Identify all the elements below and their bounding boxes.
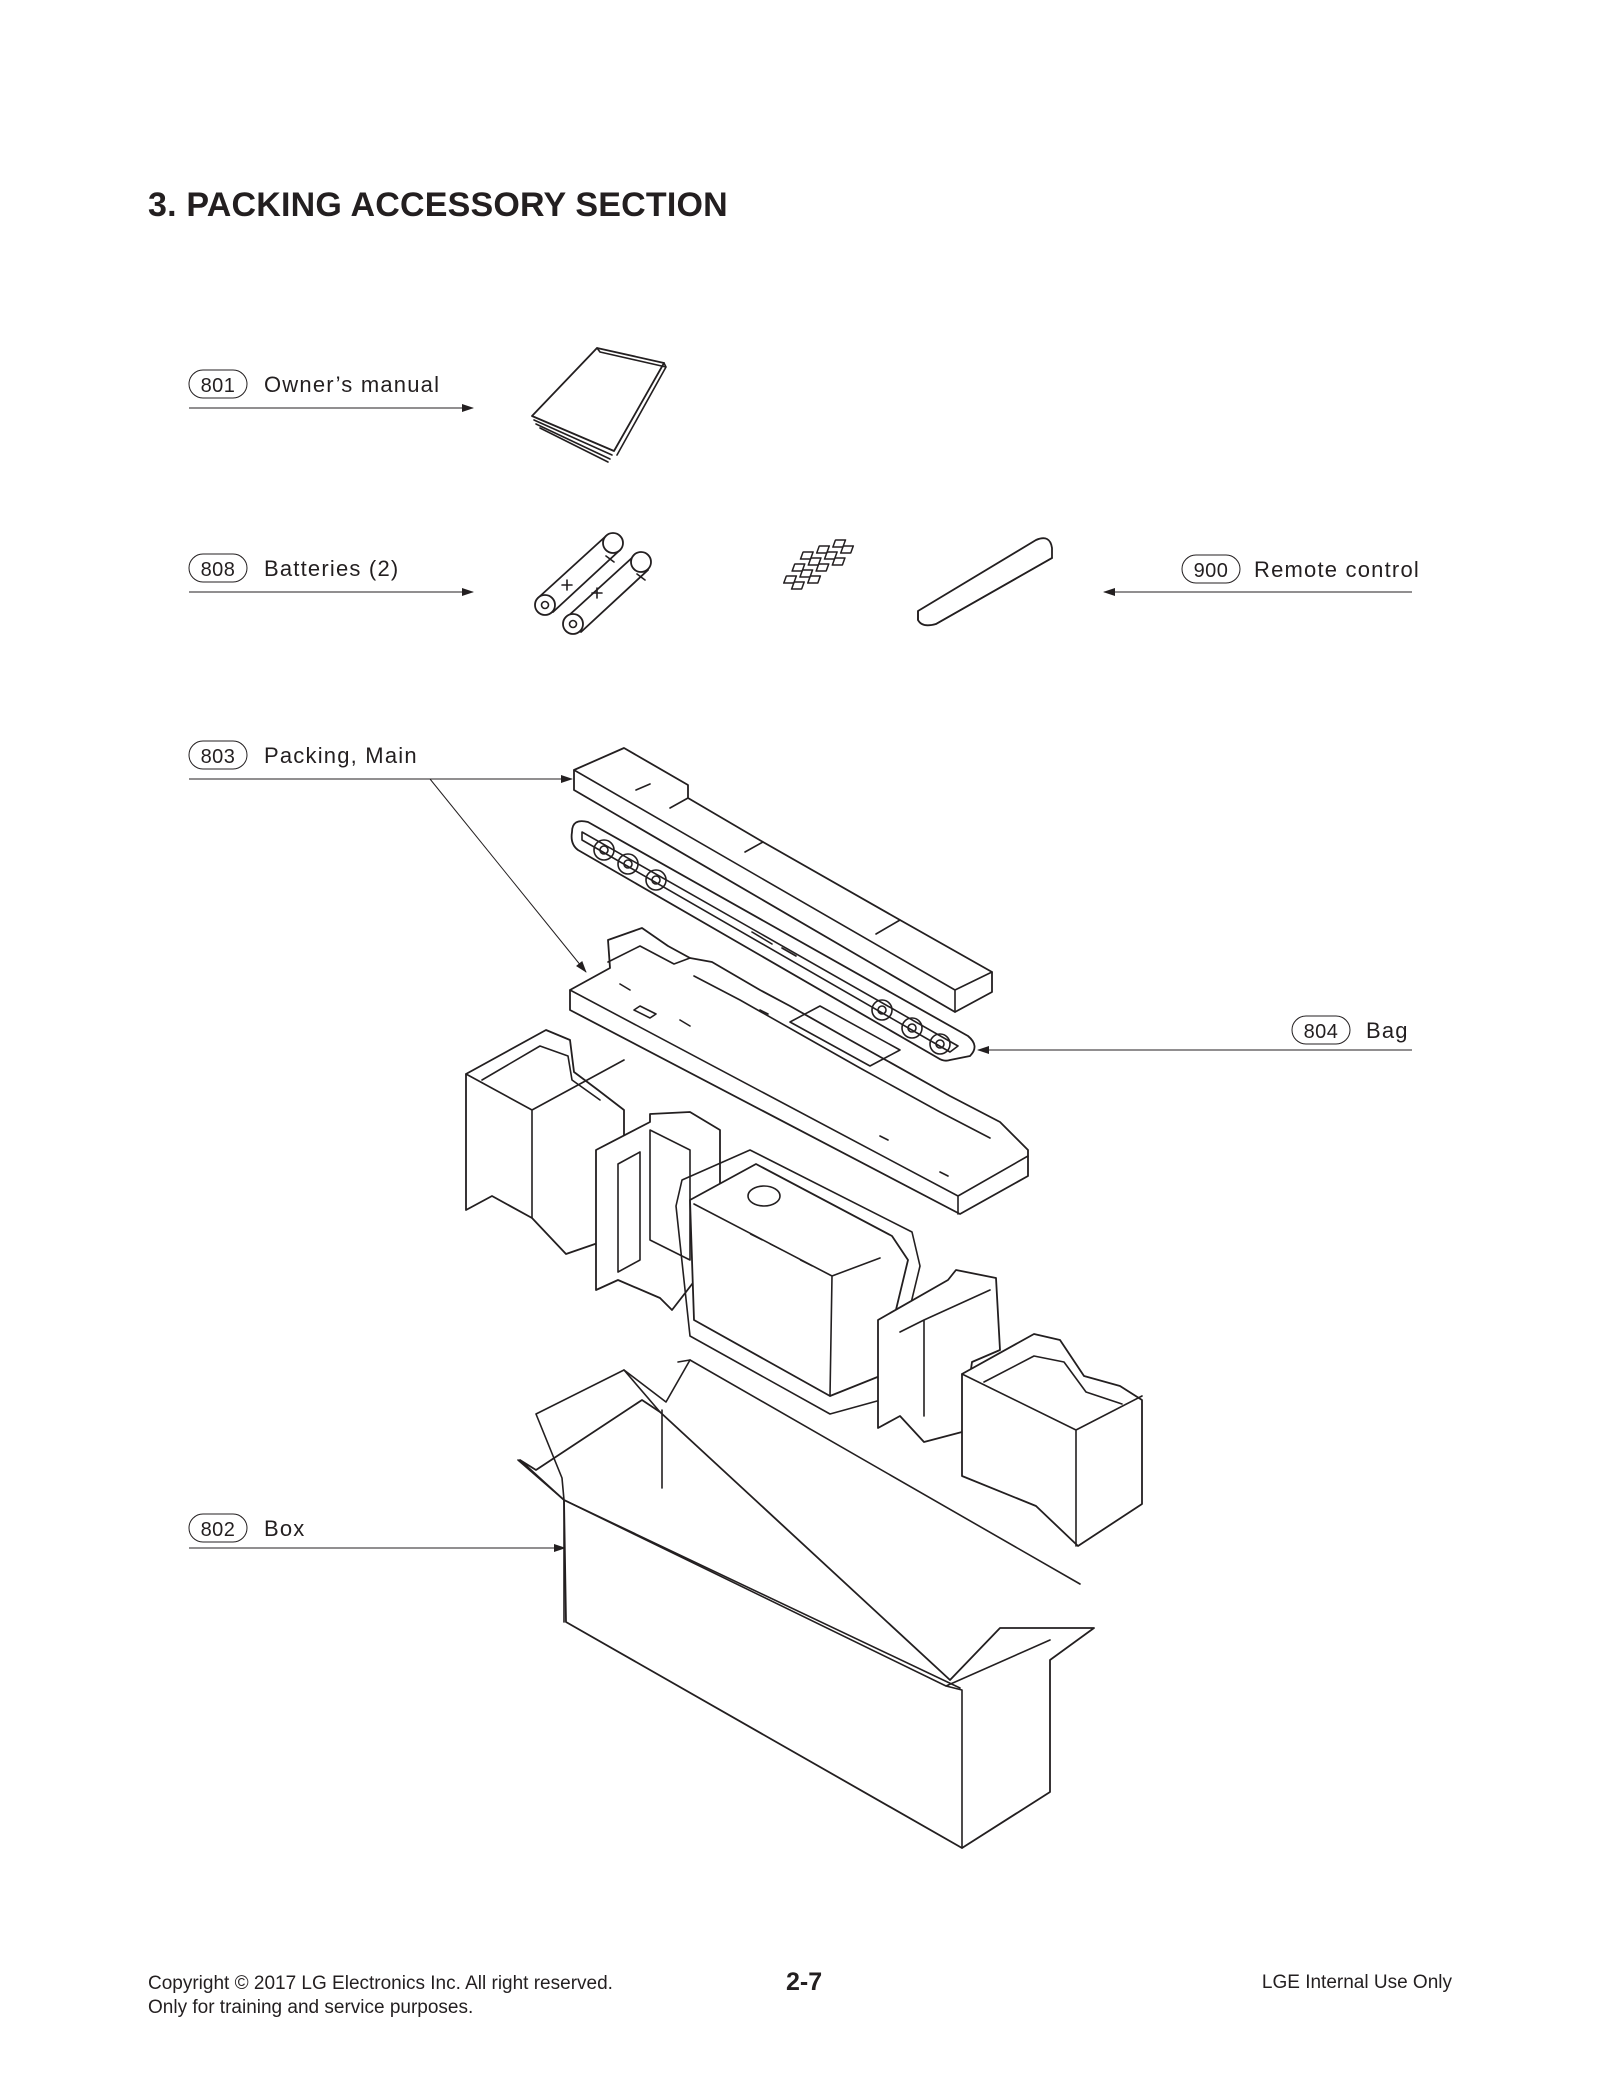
tray-packing-piece — [569, 927, 1029, 1215]
callout-900-number: 900 — [1194, 560, 1229, 582]
soundbar-in-bag — [570, 820, 976, 1062]
callout-808-number: 808 — [201, 559, 236, 581]
page-number: 2-7 — [786, 1968, 823, 1996]
top-packing-piece — [573, 747, 993, 1013]
footer-copyright: Copyright © 2017 LG Electronics Inc. All… — [148, 1972, 613, 2020]
callout-801: 801 Owner’s manual — [188, 369, 474, 412]
owners-manual-icon — [531, 347, 667, 463]
callout-802-label: Box — [264, 1516, 306, 1541]
subwoofer-unit — [675, 1149, 921, 1415]
remote-control-icon — [782, 537, 1053, 627]
callout-900: 900 Remote control — [1103, 554, 1420, 596]
callout-808: 808 Batteries (2) — [188, 553, 474, 596]
callout-900-badge — [1181, 554, 1241, 584]
callout-804-number: 804 — [1304, 1021, 1339, 1043]
callout-802-number: 802 — [201, 1519, 236, 1541]
callout-803-label: Packing, Main — [264, 743, 418, 768]
callout-808-badge — [188, 553, 248, 583]
batteries-icon — [534, 532, 652, 635]
right-end-cap-inner — [877, 1269, 1001, 1443]
callout-804: 804 Bag — [977, 1015, 1412, 1054]
page-title: 3. PACKING ACCESSORY SECTION — [148, 186, 728, 224]
callout-802-badge — [188, 1513, 248, 1543]
left-end-cap-outer — [465, 1029, 625, 1255]
callout-801-number: 801 — [201, 375, 236, 397]
callout-808-label: Batteries (2) — [264, 556, 399, 581]
callout-900-label: Remote control — [1254, 557, 1420, 582]
right-end-cap-outer — [961, 1333, 1143, 1547]
footer-copyright-line-1: Copyright © 2017 LG Electronics Inc. All… — [148, 1973, 613, 1994]
footer-copyright-line-2: Only for training and service purposes. — [148, 1997, 474, 2018]
callout-803-badge — [188, 740, 248, 770]
callout-804-badge — [1291, 1015, 1351, 1045]
callout-802: 802 Box — [188, 1513, 566, 1552]
callout-803: 803 Packing, Main — [188, 740, 587, 973]
callout-801-label: Owner’s manual — [264, 372, 440, 397]
callout-803-leader-bottom — [429, 778, 587, 973]
callout-804-label: Bag — [1366, 1018, 1409, 1043]
callout-803-number: 803 — [201, 746, 236, 768]
shipping-box — [517, 1359, 1095, 1849]
footer-classification: LGE Internal Use Only — [1261, 1972, 1452, 1993]
callout-801-badge — [188, 369, 248, 399]
